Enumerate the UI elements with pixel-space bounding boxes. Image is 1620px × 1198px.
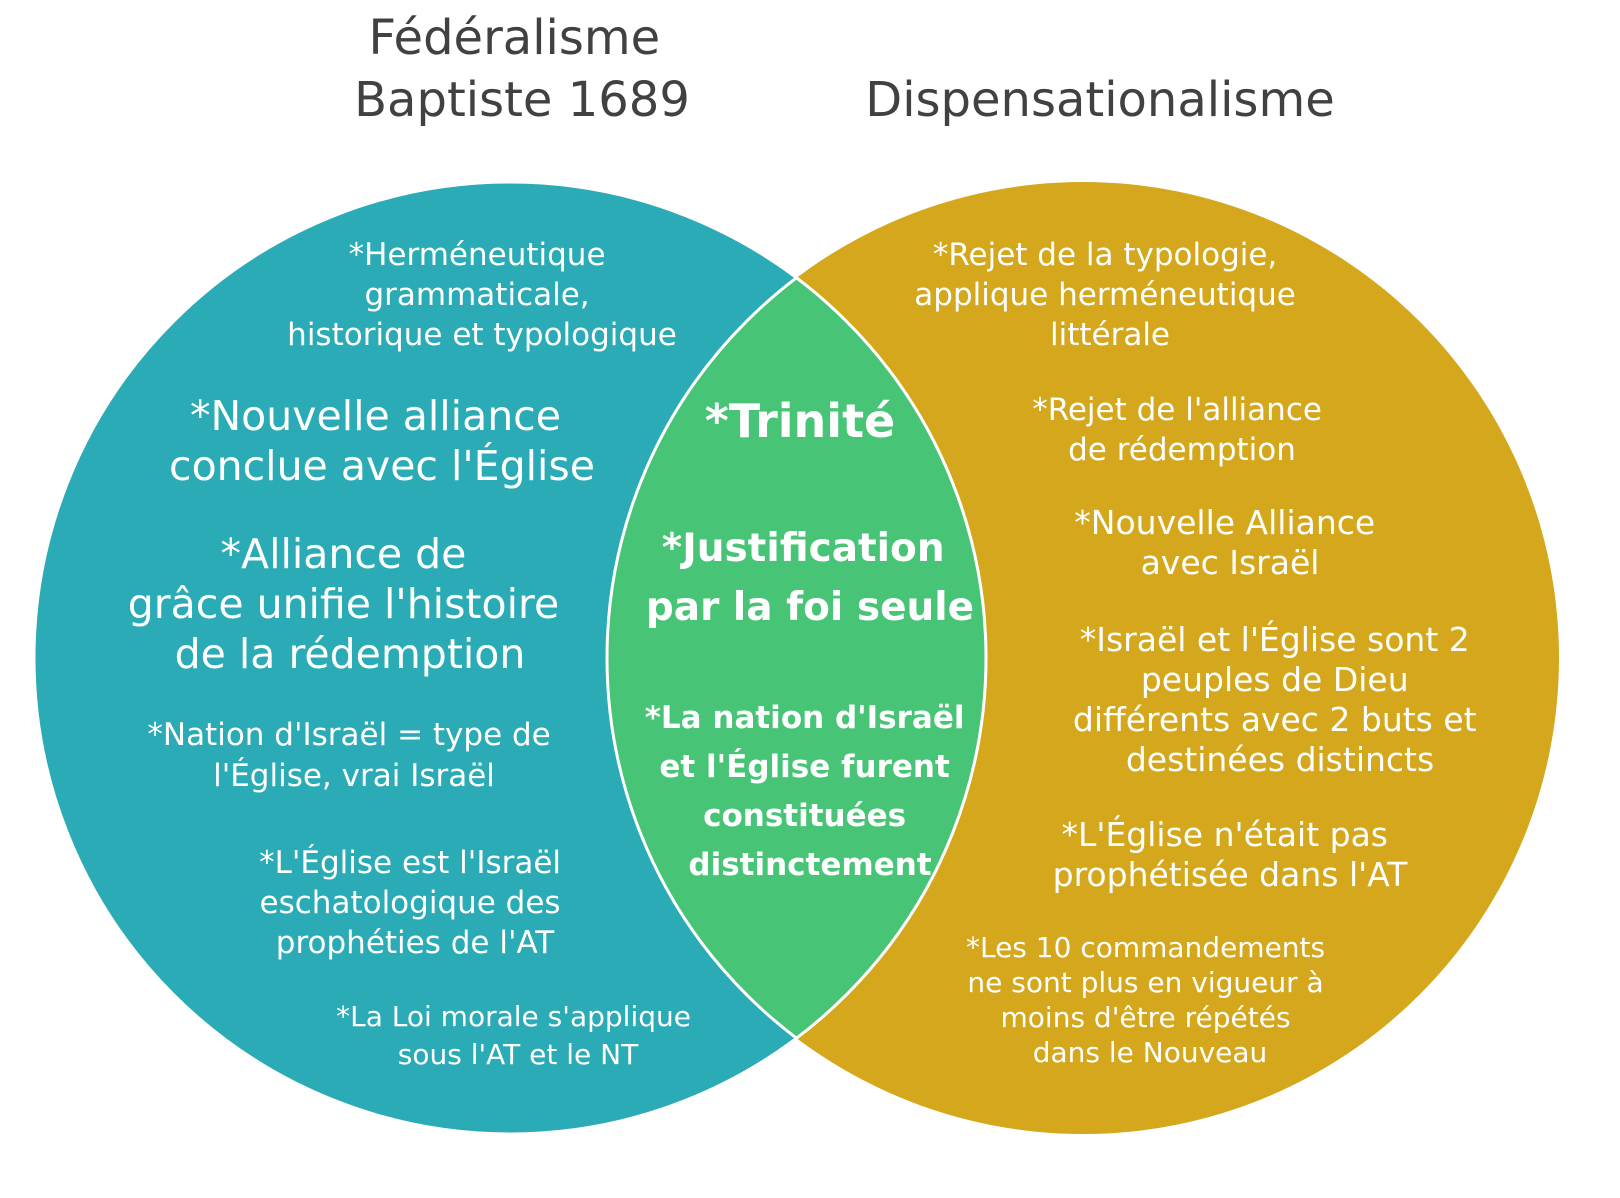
left-point-moral-law: *La Loi morale s'applique sous l'AT et l… xyxy=(336,1000,700,1071)
right-point-new-covenant-israel: *Nouvelle Alliance avec Israël xyxy=(1074,503,1385,582)
intersection-point-trinity: *Trinité xyxy=(705,394,896,448)
intersection-point-israel-church: *La nation d'Israël et l'Église furent c… xyxy=(645,700,976,883)
right-point-church-not-prophesied: *L'Église n'était pas prophétisée dans l… xyxy=(1053,814,1409,894)
left-point-covenant-of-grace: *Alliance de grâce unifie l'histoire de … xyxy=(128,530,572,678)
intersection-point-justification: *Justification par la foi seule xyxy=(646,526,974,630)
left-title-line: Fédéralisme xyxy=(369,10,661,66)
left-title-line: Baptiste 1689 xyxy=(354,72,690,128)
right-set-title: Dispensationalisme xyxy=(865,72,1334,128)
right-circle-outline xyxy=(605,182,986,1134)
right-point-ten-commandments: *Les 10 commandements ne sont plus en vi… xyxy=(966,931,1334,1069)
right-point-two-peoples: *Israël et l'Église sont 2 peuples de Di… xyxy=(1073,619,1487,779)
intersection-region xyxy=(607,182,986,1134)
left-point-church-israel: *L'Église est l'Israël eschatologique de… xyxy=(259,845,571,961)
right-point-redemption-covenant: *Rejet de l'alliance de rédemption xyxy=(1032,392,1332,468)
left-point-nation-israel: *Nation d'Israël = type de l'Église, vra… xyxy=(147,717,560,794)
left-point-hermeneutics: *Herméneutique grammaticale, historique … xyxy=(287,237,677,353)
left-point-new-covenant: *Nouvelle alliance conclue avec l'Église xyxy=(169,392,595,490)
left-circle-outline xyxy=(32,180,988,1136)
left-set-title: Fédéralisme Baptiste 1689 xyxy=(354,10,690,128)
right-title-line: Dispensationalisme xyxy=(865,72,1334,128)
right-point-typology: *Rejet de la typologie, applique herméne… xyxy=(914,237,1305,353)
